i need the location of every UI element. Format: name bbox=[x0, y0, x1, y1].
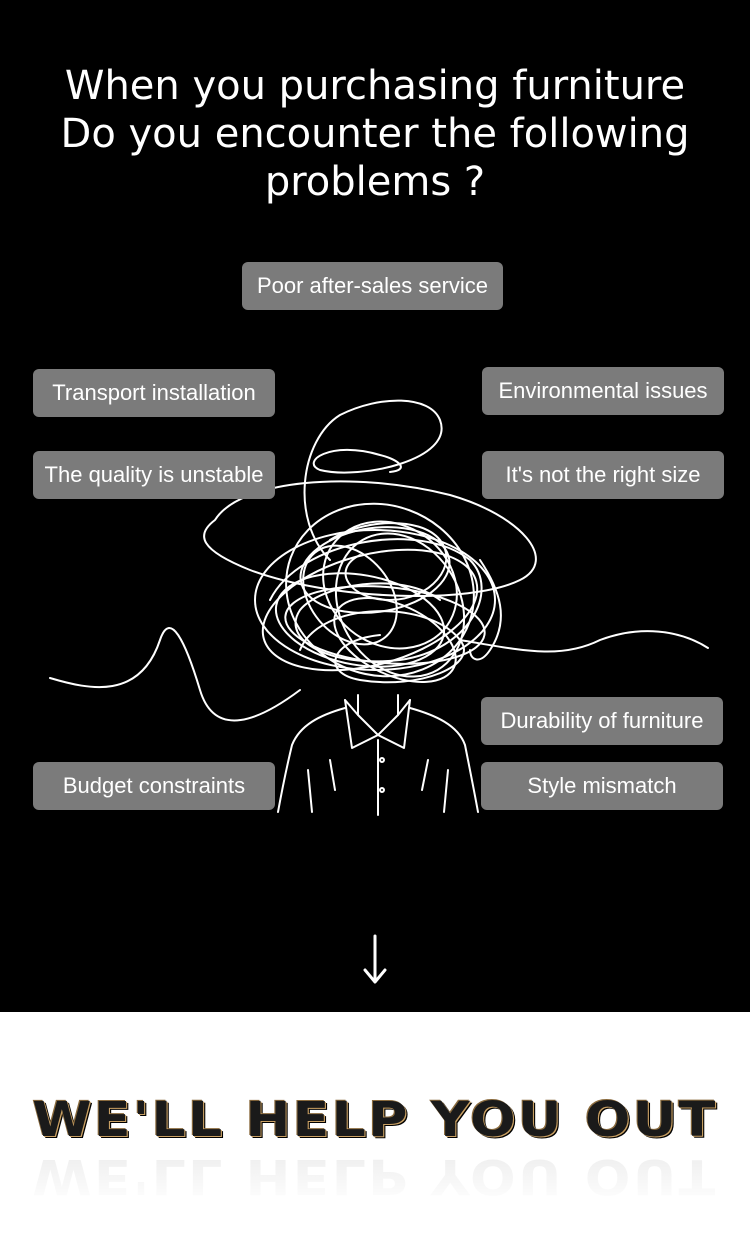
slogan-text: WE'LL HELP YOU OUT bbox=[32, 1092, 718, 1148]
page-title: When you purchasing furniture Do you enc… bbox=[0, 62, 750, 206]
problem-tag-style: Style mismatch bbox=[481, 762, 723, 810]
problem-tag-after-sales: Poor after-sales service bbox=[242, 262, 503, 310]
problem-tag-durability: Durability of furniture bbox=[481, 697, 723, 745]
problem-tag-transport: Transport installation bbox=[33, 369, 275, 417]
title-line-1: When you purchasing furniture bbox=[64, 63, 686, 109]
title-line-2: Do you encounter the following bbox=[60, 111, 690, 157]
slogan: WE'LL HELP YOU OUT bbox=[0, 1090, 750, 1150]
problem-tag-size: It's not the right size bbox=[482, 451, 724, 499]
problems-section: When you purchasing furniture Do you enc… bbox=[0, 0, 750, 1012]
arrow-down-icon bbox=[363, 934, 387, 984]
problem-tag-environmental: Environmental issues bbox=[482, 367, 724, 415]
title-line-3: problems ? bbox=[264, 159, 486, 205]
tangled-head-person-illustration bbox=[49, 399, 709, 816]
problem-tag-budget: Budget constraints bbox=[33, 762, 275, 810]
problem-tag-quality: The quality is unstable bbox=[33, 451, 275, 499]
reflection-fade bbox=[0, 1146, 750, 1206]
